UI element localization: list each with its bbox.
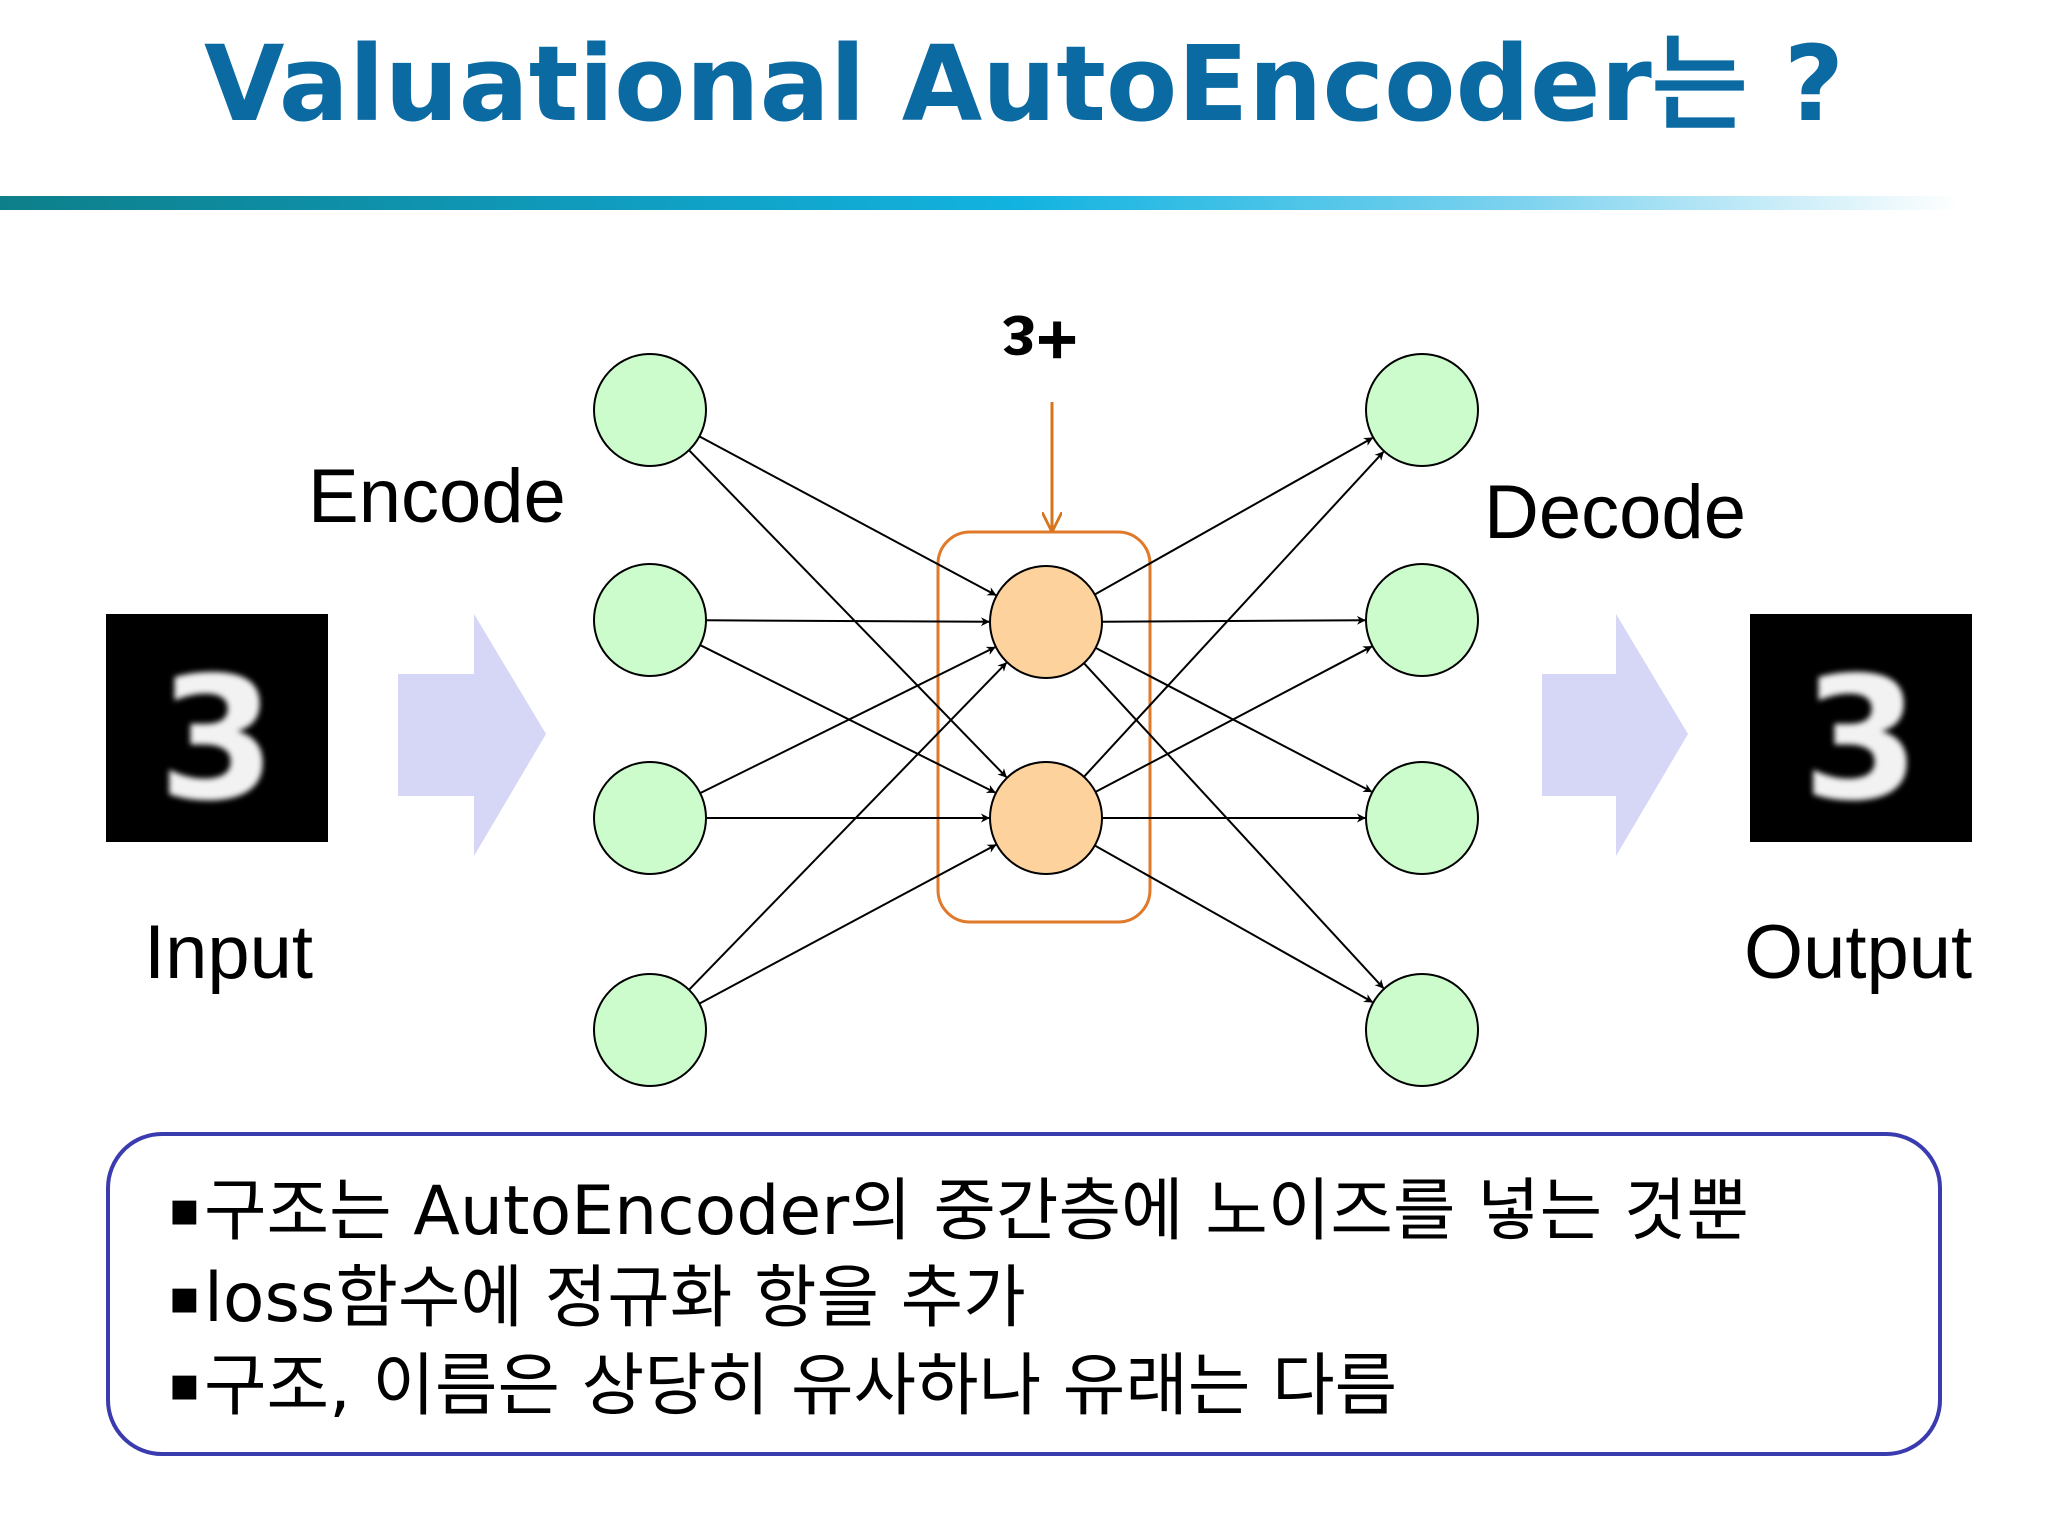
encoder-edge xyxy=(698,435,997,596)
latent-layer-frame xyxy=(936,530,1152,924)
bullet-marker: ▪ xyxy=(168,1356,201,1413)
network-nodes xyxy=(593,353,1479,1087)
bullet-text: 구조는 AutoEncoder의 중간층에 노이즈를 넣는 것뿐 xyxy=(204,1172,1749,1251)
input-flow-arrow xyxy=(398,614,546,856)
encoder-edge xyxy=(705,617,990,627)
bullet-item-structure: ▪구조는 AutoEncoder의 중간층에 노이즈를 넣는 것뿐 xyxy=(168,1170,1749,1257)
input-image xyxy=(106,614,328,842)
decoder-edge xyxy=(1095,645,1373,793)
noise-label: +ε xyxy=(1002,300,1078,380)
output-layer-node xyxy=(1365,353,1479,467)
decode-label: Decode xyxy=(1484,470,1746,555)
output-flow-arrow xyxy=(1542,614,1688,856)
bullet-text: 구조, 이름은 상당히 유사하나 유래는 다름 xyxy=(204,1346,1398,1426)
output-layer-node xyxy=(1365,973,1479,1087)
input-label: Input xyxy=(144,910,313,995)
input-digit: 3 xyxy=(158,641,276,839)
output-image xyxy=(1750,614,1972,842)
encoder-edge xyxy=(699,644,996,794)
output-label: Output xyxy=(1744,910,1972,995)
decoder-edge xyxy=(1101,615,1366,625)
decoder-edge xyxy=(1094,437,1374,596)
bullet-item-loss: ▪loss함수에 정규화 항을 추가 xyxy=(168,1257,1749,1344)
network-connections xyxy=(688,435,1385,1005)
title-divider xyxy=(0,196,1960,210)
decoder-edge xyxy=(1094,844,1374,1003)
bullet-marker: ▪ xyxy=(168,1268,201,1325)
encoder-edge xyxy=(688,662,1008,991)
output-digit: 3 xyxy=(1802,641,1920,839)
bullet-item-origin: ▪구조, 이름은 상당히 유사하나 유래는 다름 xyxy=(168,1345,1749,1432)
input-layer-node xyxy=(593,563,707,677)
decoder-edge xyxy=(1083,451,1385,778)
encoder-edge xyxy=(699,646,996,795)
encode-label: Encode xyxy=(308,454,566,539)
decoder-edge xyxy=(1083,662,1385,989)
summary-box: ▪구조는 AutoEncoder의 중간층에 노이즈를 넣는 것뿐 ▪loss함… xyxy=(106,1132,1942,1456)
latent-layer-node xyxy=(989,565,1103,679)
output-layer-node xyxy=(1365,761,1479,875)
latent-layer-node xyxy=(989,761,1103,875)
slide-title: Valuational AutoEncoder는 ? xyxy=(203,23,1845,145)
encoder-edge xyxy=(698,844,997,1005)
input-layer-node xyxy=(593,353,707,467)
bullet-marker: ▪ xyxy=(168,1181,201,1238)
bullet-text: loss함수에 정규화 항을 추가 xyxy=(204,1259,1026,1339)
input-layer-node xyxy=(593,761,707,875)
input-layer-node xyxy=(593,973,707,1087)
output-layer-node xyxy=(1365,563,1479,677)
encoder-edge xyxy=(688,449,1008,778)
summary-bullet-list: ▪구조는 AutoEncoder의 중간층에 노이즈를 넣는 것뿐 ▪loss함… xyxy=(168,1170,1749,1432)
